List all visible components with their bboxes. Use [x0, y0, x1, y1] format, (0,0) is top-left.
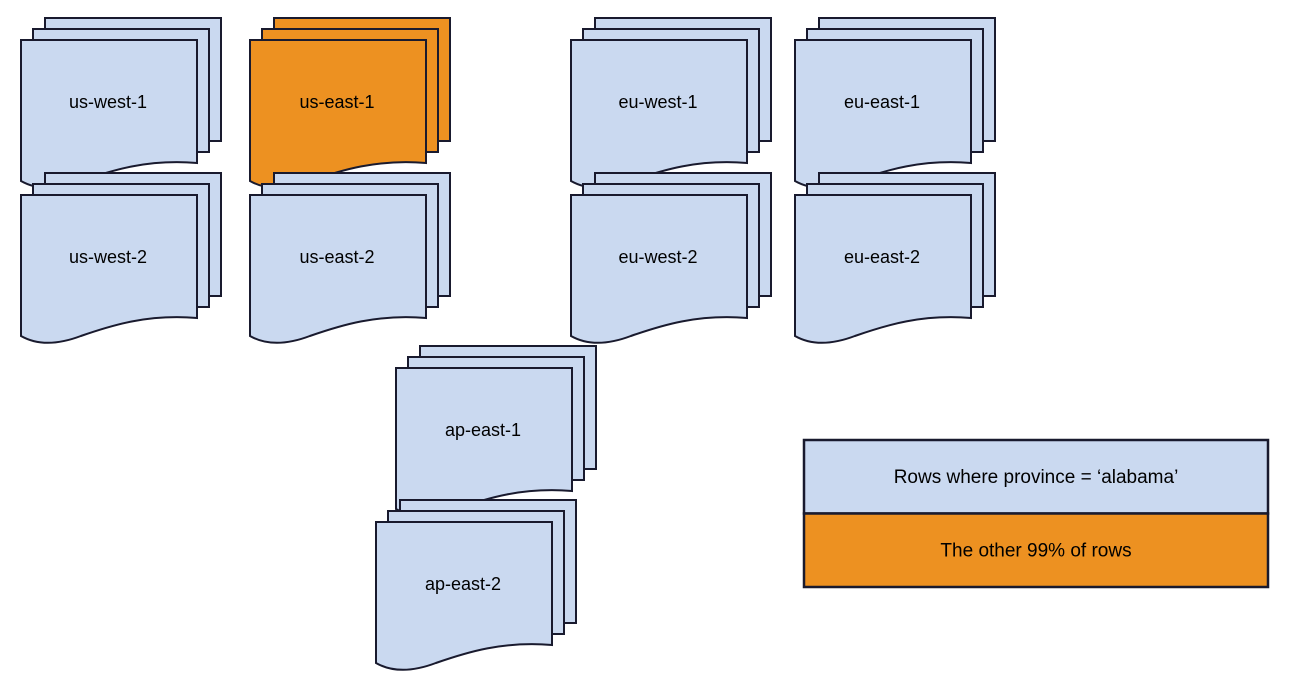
document-stack-us-west-1[interactable]: us-west-1: [20, 17, 222, 189]
stack-label: eu-west-1: [618, 92, 697, 112]
document-stack-eu-west-1[interactable]: eu-west-1: [570, 17, 772, 189]
document-stack-ap-east-1[interactable]: ap-east-1: [395, 345, 597, 517]
legend-group: Rows where province = ‘alabama’ The other…: [802, 438, 1270, 589]
document-stack-us-east-2[interactable]: us-east-2: [249, 172, 451, 344]
legend-label: Rows where province = ‘alabama’: [894, 467, 1179, 488]
stack-label: us-west-2: [69, 247, 147, 267]
stack-sheet-front: [570, 194, 748, 344]
legend-label: The other 99% of rows: [940, 540, 1131, 561]
document-stack-eu-east-2[interactable]: eu-east-2: [794, 172, 996, 344]
legend-row-1[interactable]: Rows where province = ‘alabama’: [802, 438, 1270, 515]
stack-label: us-east-2: [299, 247, 374, 267]
stack-label: us-east-1: [299, 92, 374, 112]
legend-swatch: [802, 438, 1270, 515]
stack-sheet-front: [375, 521, 553, 671]
document-stack-ap-east-2[interactable]: ap-east-2: [375, 499, 577, 671]
stack-label: eu-west-2: [618, 247, 697, 267]
stack-sheet-front: [794, 194, 972, 344]
stack-label: eu-east-1: [844, 92, 920, 112]
stack-sheet-front: [249, 194, 427, 344]
stack-label: us-west-1: [69, 92, 147, 112]
stack-label: eu-east-2: [844, 247, 920, 267]
legend-swatch: [802, 512, 1270, 589]
stack-label: ap-east-1: [445, 420, 521, 440]
stack-sheet-front: [20, 194, 198, 344]
document-stack-us-east-1[interactable]: us-east-1: [249, 17, 451, 189]
legend-row-2[interactable]: The other 99% of rows: [802, 512, 1270, 589]
document-stack-eu-east-1[interactable]: eu-east-1: [794, 17, 996, 189]
document-stack-eu-west-2[interactable]: eu-west-2: [570, 172, 772, 344]
stack-label: ap-east-2: [425, 574, 501, 594]
document-stack-group: us-west-1 us-east-1 eu-west-1 eu-east-1 us-w…: [20, 17, 996, 671]
document-stack-us-west-2[interactable]: us-west-2: [20, 172, 222, 344]
